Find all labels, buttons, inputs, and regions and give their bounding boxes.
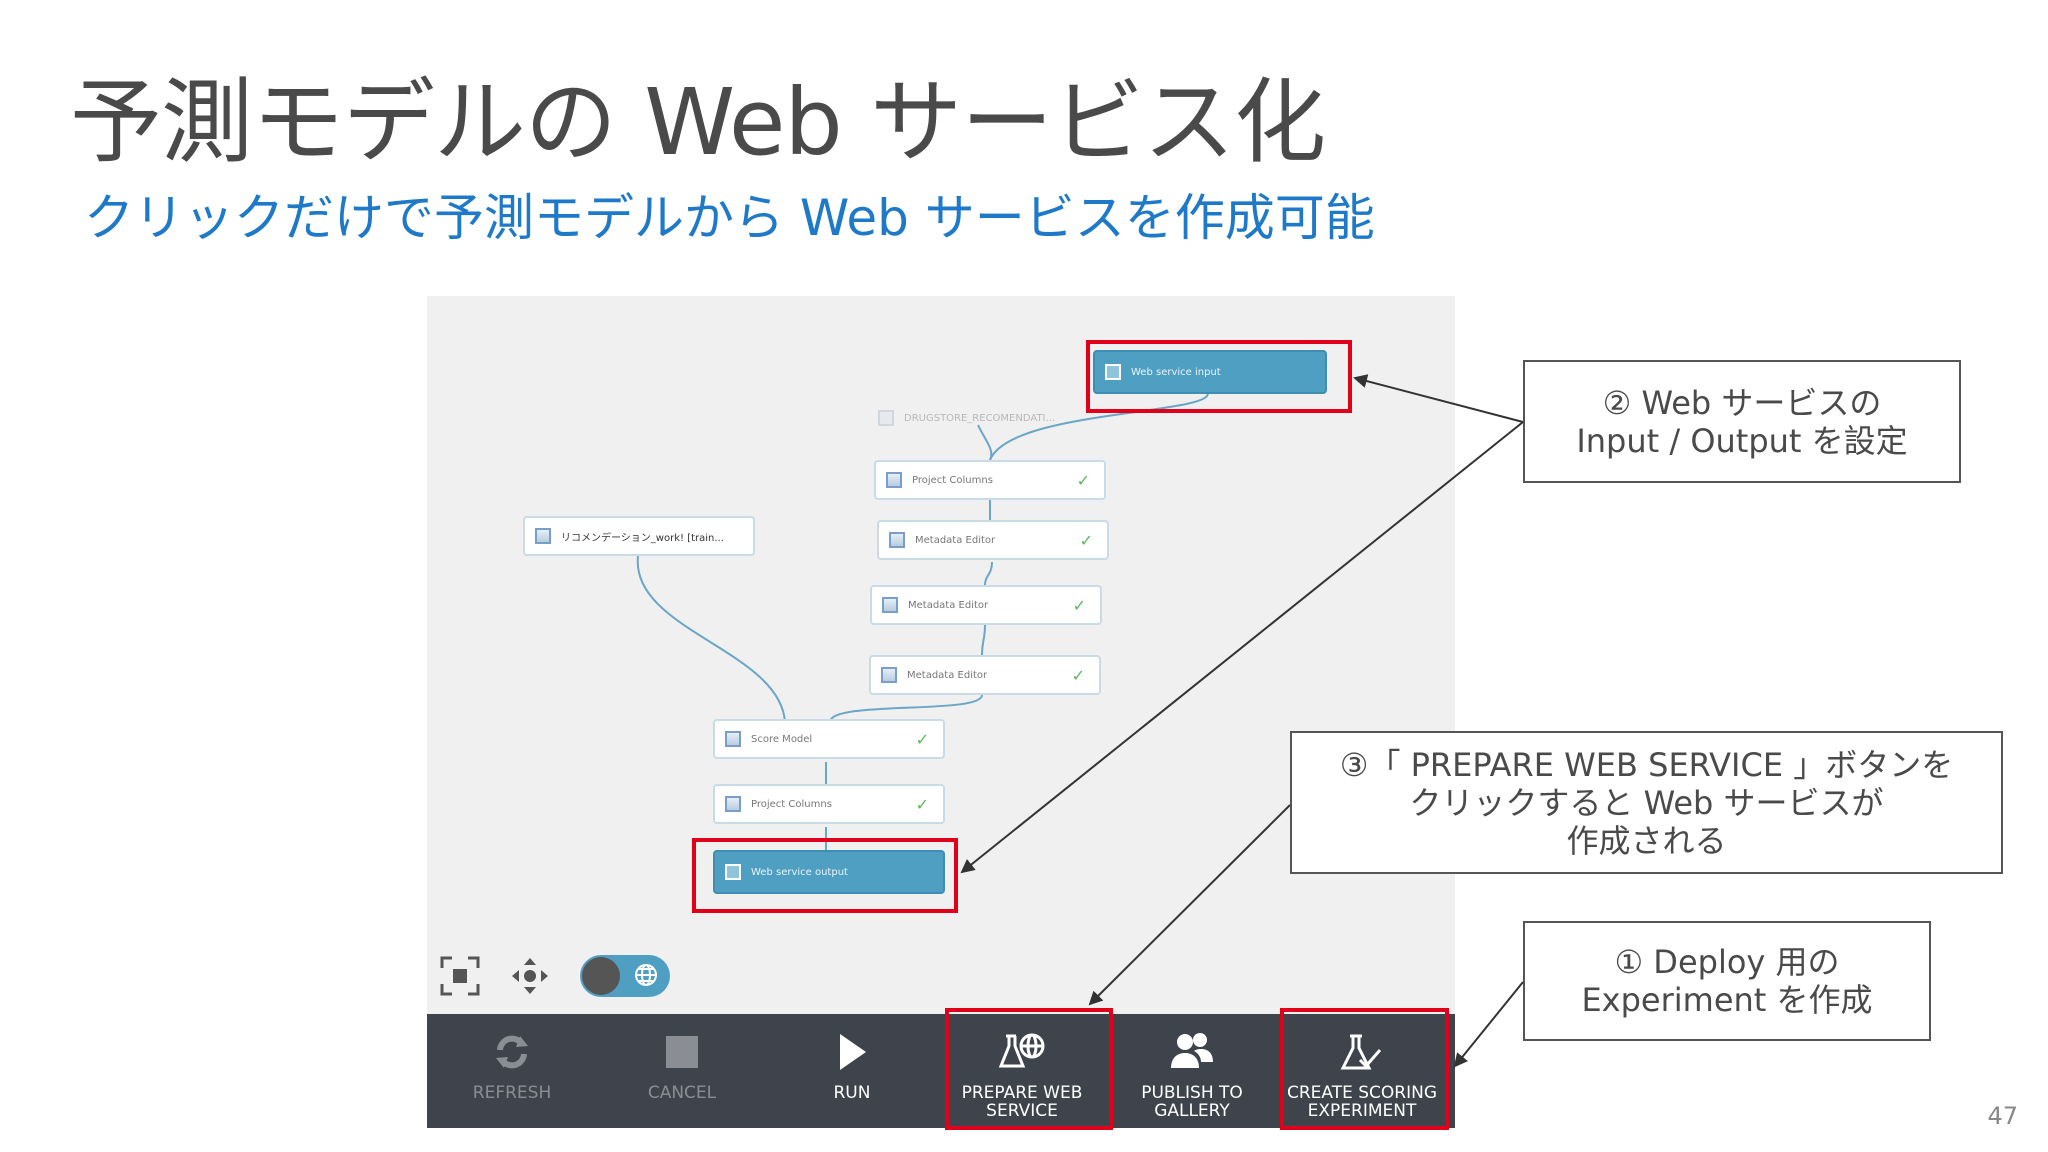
callout-1-line2: Experiment を作成 — [1581, 981, 1873, 1019]
stop-icon — [662, 1032, 702, 1080]
web-input-icon — [1105, 364, 1121, 380]
callout-prepare-web-service: ③「 PREPARE WEB SERVICE 」ボタンを クリックすると Web… — [1290, 731, 2003, 874]
fit-to-screen-icon[interactable] — [440, 956, 480, 996]
publish-label-line1: PUBLISH TO — [1141, 1083, 1243, 1103]
toggle-knob — [582, 957, 620, 995]
success-check-icon: ✓ — [1076, 470, 1090, 490]
table-icon — [882, 597, 898, 613]
module-project-columns-2[interactable]: Project Columns ✓ — [713, 784, 945, 824]
slide-subtitle: クリックだけで予測モデルから Web サービスを作成可能 — [84, 189, 1375, 247]
globe-icon — [634, 963, 658, 993]
publish-label-line2: GALLERY — [1154, 1101, 1230, 1121]
module-metadata-editor-1[interactable]: Metadata Editor ✓ — [877, 520, 1109, 560]
prepare-label-line2: SERVICE — [986, 1101, 1058, 1121]
cancel-label: CANCEL — [647, 1083, 717, 1103]
success-check-icon: ✓ — [915, 729, 929, 749]
canvas-tools — [440, 955, 670, 997]
callout-input-output: ② Web サービスの Input / Output を設定 — [1523, 360, 1961, 483]
highlight-prepare-web-service — [945, 1008, 1113, 1130]
success-check-icon: ✓ — [915, 794, 929, 814]
web-service-toggle[interactable] — [580, 955, 670, 997]
table-icon — [881, 667, 897, 683]
refresh-icon — [492, 1032, 532, 1080]
module-dataset[interactable]: DRUGSTORE_RECOMENDATI... — [868, 398, 1068, 438]
module-label: Project Columns — [751, 798, 832, 810]
module-metadata-editor-2[interactable]: Metadata Editor ✓ — [870, 585, 1102, 625]
table-icon — [889, 532, 905, 548]
callout-3-line1: ③「 PREPARE WEB SERVICE 」ボタンを — [1339, 745, 1954, 784]
module-metadata-editor-3[interactable]: Metadata Editor ✓ — [869, 655, 1101, 695]
scoring-label-line2: EXPERIMENT — [1307, 1101, 1417, 1121]
callout-deploy-experiment: ① Deploy 用の Experiment を作成 — [1523, 921, 1931, 1041]
module-label: Metadata Editor — [915, 534, 996, 546]
module-label: Web service input — [1131, 366, 1221, 378]
dataset-icon — [878, 410, 894, 426]
module-label: Project Columns — [912, 474, 993, 486]
pan-move-icon[interactable] — [510, 956, 550, 996]
module-label: Metadata Editor — [908, 599, 989, 611]
refresh-button[interactable]: REFRESH — [427, 1014, 597, 1128]
publish-to-gallery-button[interactable]: PUBLISH TO GALLERY — [1107, 1014, 1277, 1128]
slide-title: 予測モデルの Web サービス化 — [70, 69, 1326, 176]
module-project-columns-1[interactable]: Project Columns ✓ — [874, 460, 1106, 500]
callout-1-line1: ① Deploy 用の — [1614, 943, 1840, 981]
web-output-icon — [725, 864, 741, 880]
page-number: 47 — [1987, 1102, 2018, 1130]
run-label: RUN — [833, 1083, 871, 1103]
table-icon — [725, 796, 741, 812]
flask-globe-icon — [998, 1032, 1046, 1080]
success-check-icon: ✓ — [1071, 665, 1085, 685]
play-icon — [832, 1032, 872, 1080]
module-trained-model[interactable]: リコメンデーション_work! [train... — [523, 516, 755, 556]
callout-2-line2: Input / Output を設定 — [1576, 421, 1908, 460]
highlight-web-service-output — [692, 838, 958, 913]
success-check-icon: ✓ — [1079, 530, 1093, 550]
callout-2-line1: ② Web サービスの — [1602, 383, 1882, 422]
prepare-label-line1: PREPARE WEB — [961, 1083, 1083, 1103]
users-icon — [1168, 1032, 1216, 1080]
module-label: Score Model — [751, 733, 813, 745]
module-label: Web service output — [751, 866, 848, 878]
flask-check-icon — [1338, 1032, 1386, 1080]
run-button[interactable]: RUN — [767, 1014, 937, 1128]
score-icon — [725, 731, 741, 747]
success-check-icon: ✓ — [1072, 595, 1086, 615]
prepare-web-service-button[interactable]: PREPARE WEB SERVICE — [937, 1014, 1107, 1128]
cancel-button[interactable]: CANCEL — [597, 1014, 767, 1128]
module-label: リコメンデーション_work! [train... — [561, 532, 724, 544]
scoring-label-line1: CREATE SCORING — [1286, 1083, 1438, 1103]
module-web-service-output[interactable]: Web service output — [713, 850, 945, 894]
table-icon — [886, 472, 902, 488]
refresh-label: REFRESH — [472, 1083, 552, 1103]
module-score-model[interactable]: Score Model ✓ — [713, 719, 945, 759]
module-label: Metadata Editor — [907, 669, 988, 681]
model-cube-icon — [535, 528, 551, 544]
module-label: DRUGSTORE_RECOMENDATI... — [904, 412, 1056, 424]
callout-3-line3: 作成される — [1566, 821, 1727, 860]
callout-3-line2: クリックすると Web サービスが — [1409, 783, 1884, 822]
highlight-web-service-input — [1086, 340, 1352, 413]
highlight-create-scoring-experiment — [1280, 1008, 1449, 1130]
create-scoring-experiment-button[interactable]: CREATE SCORING EXPERIMENT — [1277, 1014, 1447, 1128]
module-web-service-input[interactable]: Web service input — [1093, 350, 1327, 394]
